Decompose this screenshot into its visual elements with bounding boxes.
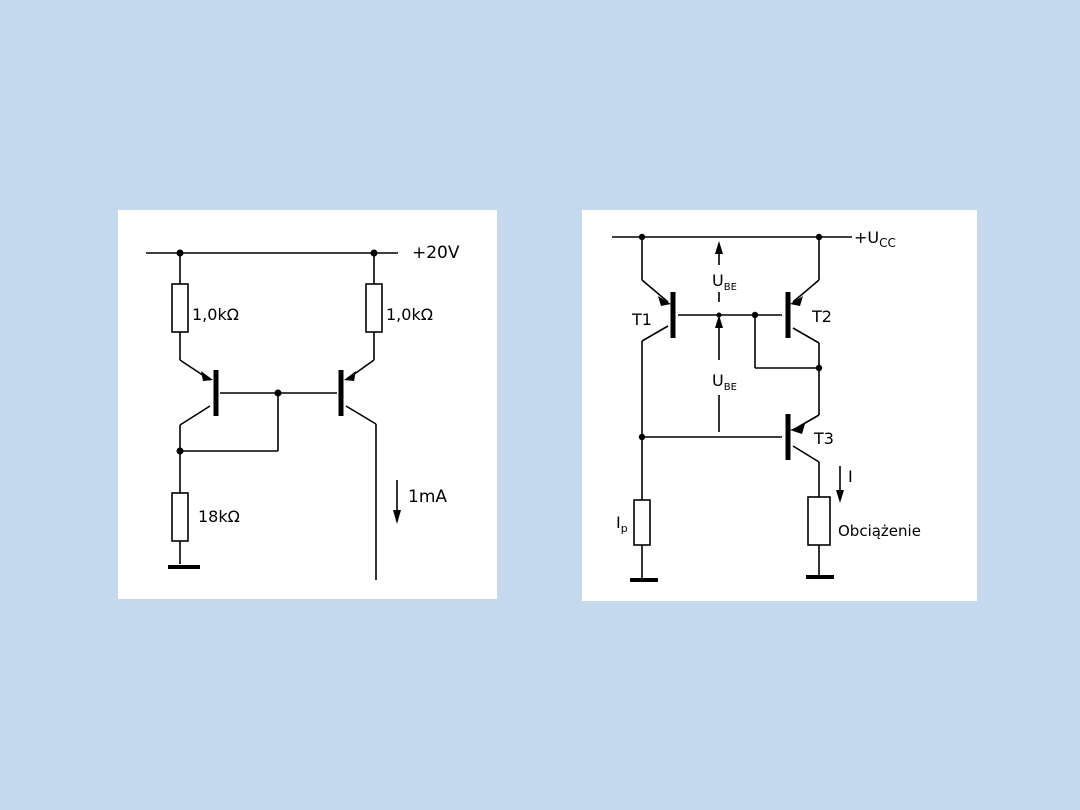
t1-label: T1	[631, 310, 652, 329]
supply-label: +UCC	[854, 228, 896, 250]
load-resistor	[807, 496, 831, 546]
r3-label: 18kΩ	[198, 507, 240, 526]
ip-label: Ip	[616, 513, 628, 535]
t2-label: T2	[811, 307, 832, 326]
current-arrow-icon	[393, 510, 401, 524]
resistor-r3	[171, 492, 189, 542]
right-circuit-panel: +UCC UBE UBE T1 T2 T3 I Ip Obciążenie	[582, 210, 977, 601]
emitter-arrow-icon	[790, 424, 805, 434]
vbe-arrow-icon	[715, 241, 723, 254]
junction-dot	[176, 249, 184, 257]
t3-label: T3	[813, 429, 834, 448]
right-circuit-diagram: +UCC UBE UBE T1 T2 T3 I Ip Obciążenie	[612, 228, 921, 582]
emitter-arrow-icon	[658, 296, 671, 306]
resistor-r1	[171, 283, 189, 333]
current-arrow-icon	[836, 490, 844, 503]
junction-dot	[638, 433, 646, 441]
resistor-r2	[365, 283, 383, 333]
junction-dot	[370, 249, 378, 257]
emitter-arrow-icon	[790, 296, 803, 306]
vbe-mid-label: UBE	[712, 371, 737, 393]
junction-dot	[815, 364, 823, 372]
r1-label: 1,0kΩ	[192, 305, 239, 324]
vbe-arrow-icon	[715, 315, 723, 328]
junction-dot	[815, 233, 823, 241]
junction-dot	[638, 233, 646, 241]
load-label: Obciążenie	[838, 522, 921, 540]
emitter-arrow-icon	[344, 371, 356, 381]
r2-label: 1,0kΩ	[386, 305, 433, 324]
junction-dot	[751, 311, 759, 319]
junction-dot	[176, 447, 184, 455]
current-label: I	[848, 467, 853, 486]
resistor-ip	[633, 499, 651, 546]
emitter-arrow-icon	[201, 371, 213, 381]
left-circuit-panel: +20V 1,0kΩ 1,0kΩ 18kΩ 1mA	[118, 210, 497, 599]
vbe-top-label: UBE	[712, 271, 737, 293]
current-label: 1mA	[408, 487, 447, 507]
junction-dot	[716, 312, 722, 318]
left-circuit-diagram: +20V 1,0kΩ 1,0kΩ 18kΩ 1mA	[146, 243, 460, 580]
junction-dot	[274, 389, 282, 397]
supply-label: +20V	[412, 243, 460, 263]
